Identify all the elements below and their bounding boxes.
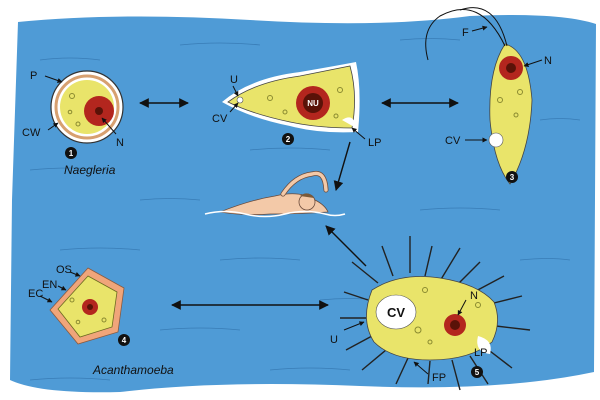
arrow-trophozoite-swimmer xyxy=(333,141,351,191)
naegleria-trophozoite-pointers xyxy=(229,85,366,140)
stage-number-4: 4 xyxy=(122,336,127,345)
acanthamoeba-cyst xyxy=(49,267,125,345)
label-n-flagellate: N xyxy=(544,55,552,67)
label-lp-acanthamoeba: LP xyxy=(474,347,487,359)
naegleria-cyst-pointers xyxy=(44,75,117,135)
naegleria-trophozoite xyxy=(222,62,360,133)
acanthamoeba-cyst-pointers xyxy=(39,271,81,303)
naegleria-flagellate-pointers xyxy=(465,25,543,143)
label-cv-flagellate: CV xyxy=(445,135,461,147)
stage-badge-3 xyxy=(506,171,518,183)
stage-badge-5 xyxy=(471,366,483,378)
label-ec: EC xyxy=(28,288,43,300)
label-p: P xyxy=(30,70,37,82)
label-u-trophozoite: U xyxy=(230,74,238,86)
label-en: EN xyxy=(42,279,57,291)
label-lp-trophozoite: LP xyxy=(368,137,381,149)
naegleria-flagellate xyxy=(488,43,533,185)
water-ripples xyxy=(29,38,581,381)
label-nu: NU xyxy=(307,99,319,108)
flagella xyxy=(425,7,508,61)
label-os: OS xyxy=(56,264,72,276)
label-cv-acanthamoeba: CV xyxy=(387,305,405,320)
caption-acanthamoeba: Acanthamoeba xyxy=(92,363,174,377)
stage-badge-2 xyxy=(282,133,294,145)
label-fp: FP xyxy=(432,372,446,384)
label-f: F xyxy=(462,27,469,39)
acanthamoeba-trophozoite xyxy=(366,276,498,361)
stage-number-1: 1 xyxy=(69,149,74,158)
stage-badge-1 xyxy=(65,147,77,159)
stage-number-2: 2 xyxy=(286,135,291,144)
stage-number-5: 5 xyxy=(475,368,480,377)
arrow-acanthamoeba-swimmer xyxy=(325,225,367,267)
transition-arrows xyxy=(139,98,459,310)
stage-number-3: 3 xyxy=(510,173,515,182)
label-n-cyst: N xyxy=(116,137,124,149)
swimmer xyxy=(204,170,346,218)
label-u-acanthamoeba: U xyxy=(330,334,338,346)
label-n-acanthamoeba: N xyxy=(470,290,478,302)
caption-naegleria: Naegleria xyxy=(64,163,116,177)
label-cv-trophozoite: CV xyxy=(212,113,228,125)
naegleria-cyst xyxy=(50,70,124,144)
stage-badge-4 xyxy=(118,334,130,346)
label-cw: CW xyxy=(22,127,41,139)
acanthamoeba-trophozoite-pointers xyxy=(343,299,467,375)
